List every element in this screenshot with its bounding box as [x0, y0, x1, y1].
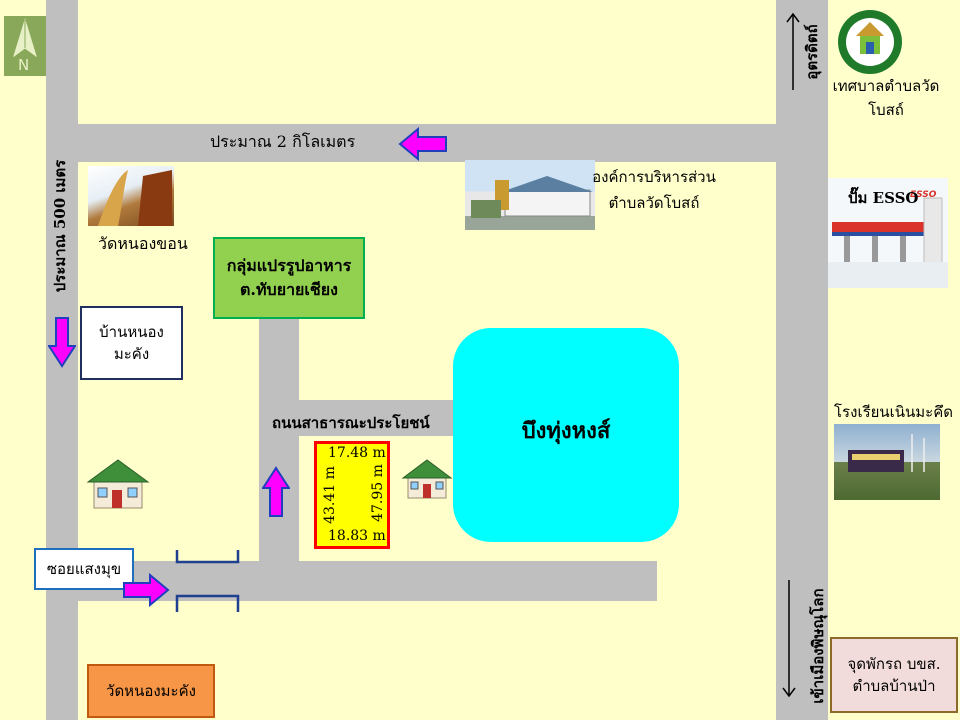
north-arrow-icon: N: [4, 16, 46, 76]
wat-nong-makhang-label: วัดหนองมะคัง: [106, 681, 196, 700]
rest-stop-box: จุดพักรถ บขส. ตำบลบ้านป่า: [830, 637, 958, 713]
top-road-label: ประมาณ 2 กิโลเมตร: [210, 132, 356, 151]
plot-left-dimension: 43.41 m: [322, 466, 338, 524]
public-road-label: ถนนสาธารณะประโยชน์: [272, 414, 430, 432]
municipality-label: เทศบาลตำบลวัด โบสถ์: [826, 74, 946, 122]
soi-saeng-muk-box: ซอยแสงมุข: [34, 548, 134, 590]
right-bottom-road-label: เข้าเมืองพิษณุโลก: [809, 588, 827, 704]
municipality-line1: เทศบาลตำบลวัด: [832, 77, 940, 95]
right-vertical-road: [776, 0, 828, 720]
obt-line1: องค์การบริหารส่วน: [592, 168, 716, 186]
ban-nong-line1: บ้านหนอง: [99, 322, 164, 341]
plot-right-dimension: 47.95 m: [370, 464, 386, 522]
wat-nong-khon-image: [88, 166, 174, 226]
ban-nong-line2: มะคัง: [113, 345, 150, 363]
left-arrow-icon: [398, 126, 448, 162]
obt-line2: ตำบลวัดโบสถ์: [608, 194, 700, 213]
esso-station-image: ESSO ปั๊ม ESSO: [828, 178, 948, 288]
house-icon: [84, 458, 152, 510]
wat-nong-khon-label: วัดหนองขอน: [98, 234, 188, 253]
right-top-arrow-line: [786, 12, 800, 92]
municipality-line2: โบสถ์: [868, 101, 904, 119]
school-image: [834, 424, 940, 500]
food-group-line2: ต.ทับยายเชียง: [240, 280, 338, 299]
up-arrow-icon: [262, 466, 290, 518]
rest-stop-line2: ตำบลบ้านป่า: [852, 677, 936, 695]
land-plot: 17.48 m 18.83 m 43.41 m 47.95 m: [314, 441, 390, 549]
food-processing-group-box: กลุ่มแปรรูปอาหาร ต.ทับยายเชียง: [213, 237, 365, 319]
esso-label: ปั๊ม ESSO: [848, 189, 919, 207]
obt-label: องค์การบริหารส่วน ตำบลวัดโบสถ์: [590, 164, 718, 217]
school-label: โรงเรียนเนินมะคึด: [834, 403, 954, 421]
municipality-seal-icon: [836, 8, 904, 76]
lake-bung-thung-hong: บึงทุ่งหงส์: [453, 328, 679, 542]
bridge-marks: [170, 548, 250, 614]
esso-sign: ESSO: [910, 190, 937, 200]
lake-label: บึงทุ่งหงส์: [521, 417, 611, 444]
house-icon: [400, 458, 454, 500]
public-road: [259, 400, 459, 436]
rest-stop-line1: จุดพักรถ บขส.: [847, 654, 941, 673]
right-top-road-label: อุตรดิตถ์: [803, 24, 821, 80]
right-bottom-arrow-line: [782, 578, 796, 698]
down-arrow-icon: [48, 316, 76, 368]
wat-nong-makhang-box: วัดหนองมะคัง: [87, 664, 215, 718]
obt-building-image: [465, 160, 595, 230]
left-road-label: ประมาณ 500 เมตร: [51, 159, 69, 293]
plot-bottom-dimension: 18.83 m: [328, 528, 386, 544]
north-label: N: [18, 56, 30, 74]
soi-label: ซอยแสงมุข: [46, 559, 122, 578]
inner-vertical-road: [259, 300, 299, 600]
plot-top-dimension: 17.48 m: [328, 445, 386, 461]
ban-nong-makhang-box: บ้านหนอง มะคัง: [80, 306, 183, 380]
food-group-line1: กลุ่มแปรรูปอาหาร: [226, 256, 352, 275]
right-arrow-icon: [122, 572, 170, 608]
